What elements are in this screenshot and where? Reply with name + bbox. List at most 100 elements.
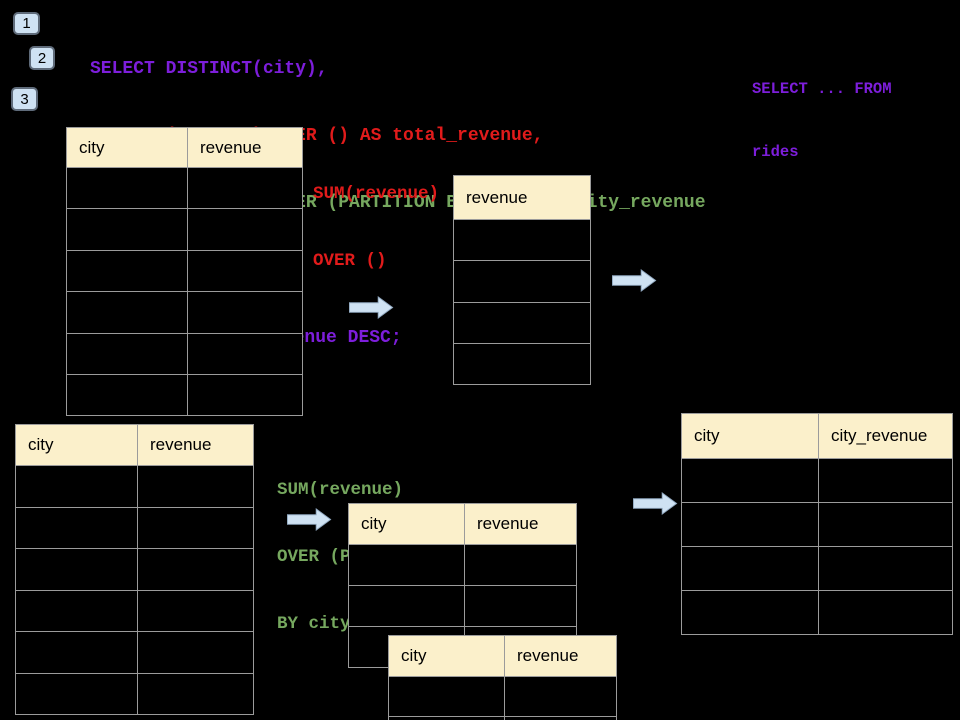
table-cell — [349, 586, 464, 626]
window-total-label-line-2: OVER () — [313, 251, 387, 272]
table-row — [682, 502, 952, 546]
table-cell — [454, 344, 590, 384]
table-row — [454, 260, 590, 301]
side-note-line-1: SELECT ... FROM — [752, 80, 892, 98]
window-total-label-line-1: SUM(revenue) — [313, 183, 440, 204]
flow-arrow-right-3 — [287, 508, 332, 531]
city-revenue-result-table: city city_revenue — [681, 413, 953, 635]
table-row — [454, 301, 590, 343]
table-cell — [16, 591, 137, 632]
column-header-city: city — [16, 425, 137, 465]
window-partition-label-line-1: SUM(revenue) — [277, 479, 404, 500]
column-header-revenue: revenue — [454, 176, 590, 219]
table-row — [682, 590, 952, 634]
table-cell — [137, 466, 253, 507]
table-cell — [818, 503, 952, 546]
table-row — [16, 672, 253, 714]
table-row — [16, 506, 253, 549]
table-cell — [187, 374, 302, 416]
flow-arrow-right-1 — [349, 296, 394, 319]
table-cell — [137, 590, 253, 631]
source-table-bottom: city revenue — [15, 424, 254, 715]
side-note-select-from: SELECT ... FROM rides — [752, 37, 892, 205]
table-cell — [682, 459, 818, 502]
table-header-row: city revenue — [67, 128, 302, 167]
table-cell — [137, 673, 253, 714]
table-row — [16, 589, 253, 632]
table-row — [454, 342, 590, 384]
table-cell — [67, 375, 187, 415]
table-cell — [67, 209, 187, 249]
table-row — [16, 548, 253, 590]
window-total-label: SUM(revenue) OVER () — [313, 138, 439, 317]
column-header-city-revenue: city_revenue — [818, 414, 952, 458]
table-row — [682, 546, 952, 590]
step-badge-3: 3 — [11, 87, 38, 111]
table-row — [67, 373, 302, 416]
table-cell — [818, 459, 952, 502]
table-cell — [454, 303, 590, 343]
table-cell — [137, 632, 253, 673]
flow-arrow-right-2 — [612, 269, 657, 292]
table-cell — [67, 251, 187, 291]
table-cell — [818, 591, 952, 634]
table-row — [67, 249, 302, 292]
table-cell — [187, 333, 302, 374]
table-cell — [67, 168, 187, 208]
table-header-row: city revenue — [389, 636, 616, 676]
table-row — [349, 544, 576, 585]
table-cell — [454, 220, 590, 260]
table-cell — [187, 292, 302, 333]
table-cell — [137, 507, 253, 548]
table-cell — [682, 547, 818, 590]
table-row — [454, 219, 590, 260]
table-cell — [389, 677, 504, 716]
table-cell — [137, 549, 253, 590]
flow-arrow-right-4 — [633, 492, 678, 515]
source-table-top: city revenue — [66, 127, 303, 417]
column-header-revenue: revenue — [504, 636, 616, 676]
total-revenue-table: revenue — [453, 175, 591, 386]
table-cell — [454, 261, 590, 301]
column-header-city: city — [349, 504, 464, 544]
table-cell — [16, 549, 137, 590]
table-header-row: city revenue — [349, 504, 576, 544]
table-cell — [16, 508, 137, 549]
table-cell — [187, 209, 302, 250]
table-cell — [187, 168, 302, 209]
partition-table-front: city revenue — [388, 635, 617, 720]
column-header-city: city — [682, 414, 818, 458]
table-row — [682, 458, 952, 502]
table-cell — [464, 545, 576, 585]
table-header-row: city revenue — [16, 425, 253, 465]
table-row — [67, 291, 302, 333]
step-badge-1: 1 — [13, 12, 40, 35]
step-badge-2: 2 — [29, 46, 55, 70]
table-cell — [16, 632, 137, 673]
table-row — [389, 676, 616, 716]
table-header-row: city city_revenue — [682, 414, 952, 458]
table-cell — [504, 677, 616, 716]
table-cell — [464, 586, 576, 626]
table-row — [16, 631, 253, 673]
table-cell — [682, 591, 818, 634]
column-header-revenue: revenue — [464, 504, 576, 544]
table-header-row: revenue — [454, 176, 590, 219]
table-cell — [187, 250, 302, 292]
column-header-revenue: revenue — [187, 128, 302, 167]
table-row — [16, 465, 253, 507]
table-cell — [504, 717, 616, 720]
table-row — [67, 208, 302, 250]
table-row — [67, 167, 302, 209]
table-cell — [67, 292, 187, 332]
table-row — [67, 332, 302, 374]
table-cell — [349, 545, 464, 585]
table-cell — [16, 466, 137, 507]
column-header-city: city — [389, 636, 504, 676]
table-cell — [682, 503, 818, 546]
side-note-line-2: rides — [752, 143, 799, 161]
table-row — [349, 585, 576, 626]
window-partition-label-line-3: BY city) — [277, 614, 362, 635]
column-header-revenue: revenue — [137, 425, 253, 465]
